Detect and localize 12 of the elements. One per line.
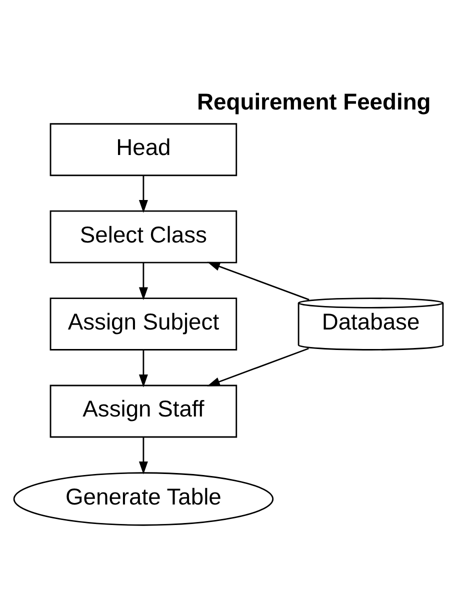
node-box: Select Class [50,210,238,263]
node-box: Assign Subject [50,297,238,350]
node-box: Head [50,122,238,176]
node-ellipse: Generate Table [13,472,274,526]
arrow [138,436,148,474]
arrow [138,262,148,300]
arrow [207,347,309,386]
node-box: Assign Staff [50,384,238,438]
diagram-title: Requirement Feeding [197,88,431,114]
arrow [207,261,310,300]
arrow [138,174,148,212]
arrow [138,349,148,387]
